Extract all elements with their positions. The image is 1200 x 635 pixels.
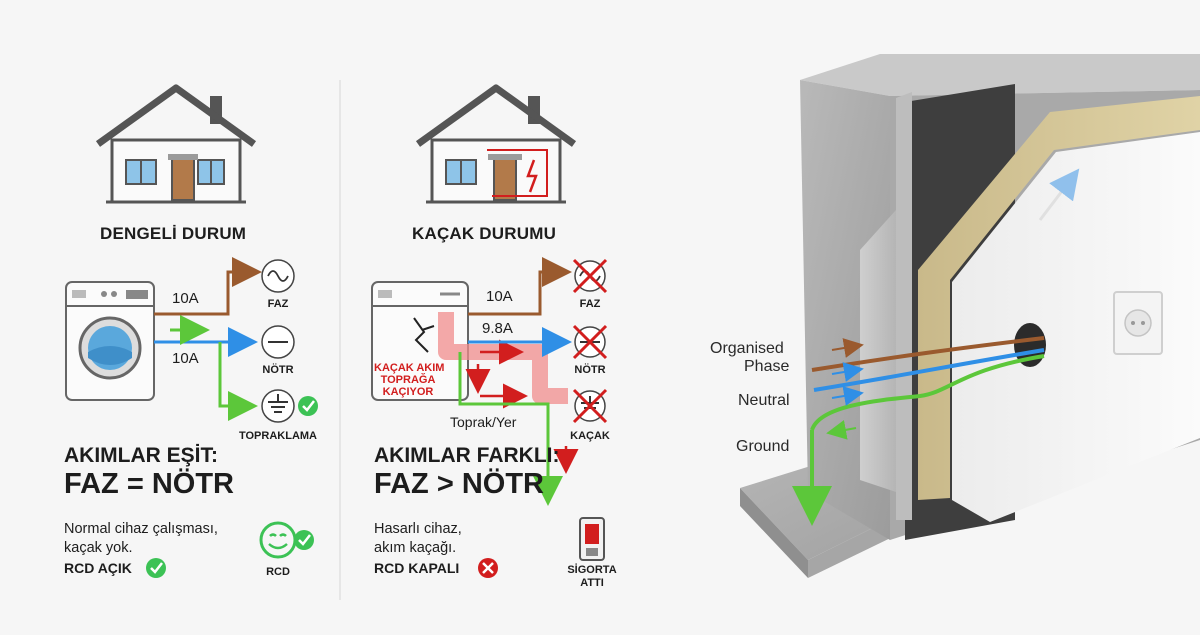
left-label-ground: TOPRAKLAMA: [238, 430, 317, 442]
wall-cross-section: [740, 54, 1200, 578]
left-panel-title: DENGELİ DURUM: [100, 224, 247, 243]
crossed-neutral-icon-right: [572, 324, 608, 360]
right-headline-2: FAZ > NÖTR: [374, 468, 544, 500]
crossed-phase-icon-right: [572, 258, 608, 294]
left-desc-line2: kaçak yok.: [64, 540, 133, 556]
house-icon-right: [415, 84, 577, 204]
left-headline-2: FAZ = NÖTR: [64, 468, 234, 500]
left-amp-phase: 10A: [172, 290, 199, 307]
phase-wire-right: [468, 257, 572, 316]
right-desc-line2: akım kaçağı.: [374, 540, 457, 556]
washing-machine-icon-right: [371, 281, 469, 401]
wall-label-ground: Ground: [736, 438, 790, 455]
left-headline-1: AKIMLAR EŞİT:: [64, 444, 218, 467]
breaker-icon: [579, 517, 605, 561]
breaker-label-2: ATTI: [580, 577, 604, 589]
right-desc-line1: Hasarlı cihaz,: [374, 521, 462, 537]
wall-neutral-wire: [813, 348, 1045, 392]
wall-ground-wire: [810, 354, 1045, 431]
wall-phase-arrow: [831, 338, 864, 358]
left-desc-line1: Normal cihaz çalışması,: [64, 521, 218, 537]
washing-machine-icon-left: [65, 281, 155, 401]
right-amp-neutral: 9.8A: [482, 320, 513, 337]
house-icon-left: [95, 84, 257, 204]
neutral-icon-left: [261, 325, 295, 359]
smiley-icon-rcd: [259, 521, 314, 559]
leak-text-2: TOPRAĞA: [380, 374, 436, 386]
wall-label-phase-2: Phase: [744, 358, 790, 375]
right-label-neutral: NÖTR: [574, 364, 606, 376]
crossed-ground-icon-right: [572, 388, 608, 424]
right-rcd-status: RCD KAPALI: [374, 560, 460, 576]
left-label-phase: FAZ: [267, 298, 289, 310]
right-label-phase: FAZ: [579, 298, 601, 310]
right-amp-phase: 10A: [486, 288, 513, 305]
ac-phase-icon-left: [261, 259, 295, 293]
ground-wire-left: [218, 342, 258, 421]
wall-ground-arrow: [826, 420, 857, 440]
wall-neutral-arrow: [831, 362, 864, 382]
check-icon-ground: [298, 396, 318, 416]
right-label-leak: KAÇAK: [570, 430, 610, 442]
right-headline-1: AKIMLAR FARKLI:: [374, 444, 560, 467]
left-label-neutral: NÖTR: [262, 364, 294, 376]
wall-label-neutral: Neutral: [738, 392, 790, 409]
breaker-label-1: SİGORTA: [567, 564, 617, 576]
wall-neutral-arrow-2: [831, 386, 864, 406]
x-icon-rcd-status: [478, 558, 498, 578]
phase-wire-left: [154, 257, 262, 316]
left-rcd-status: RCD AÇIK: [64, 560, 132, 576]
ground-wire-right: [458, 352, 563, 506]
leak-text-3: KAÇIYOR: [382, 386, 434, 398]
left-amp-neutral: 10A: [172, 350, 199, 367]
check-icon-rcd-status: [146, 558, 166, 578]
wall-label-phase-1: Organised: [710, 340, 784, 357]
right-panel-title: KAÇAK DURUMU: [412, 224, 557, 243]
leak-text-1: KAÇAK AKIM: [374, 362, 445, 374]
left-rcd-label: RCD: [266, 566, 290, 578]
ground-icon-left: [261, 389, 295, 423]
right-ground-label: Toprak/Yer: [450, 414, 517, 430]
